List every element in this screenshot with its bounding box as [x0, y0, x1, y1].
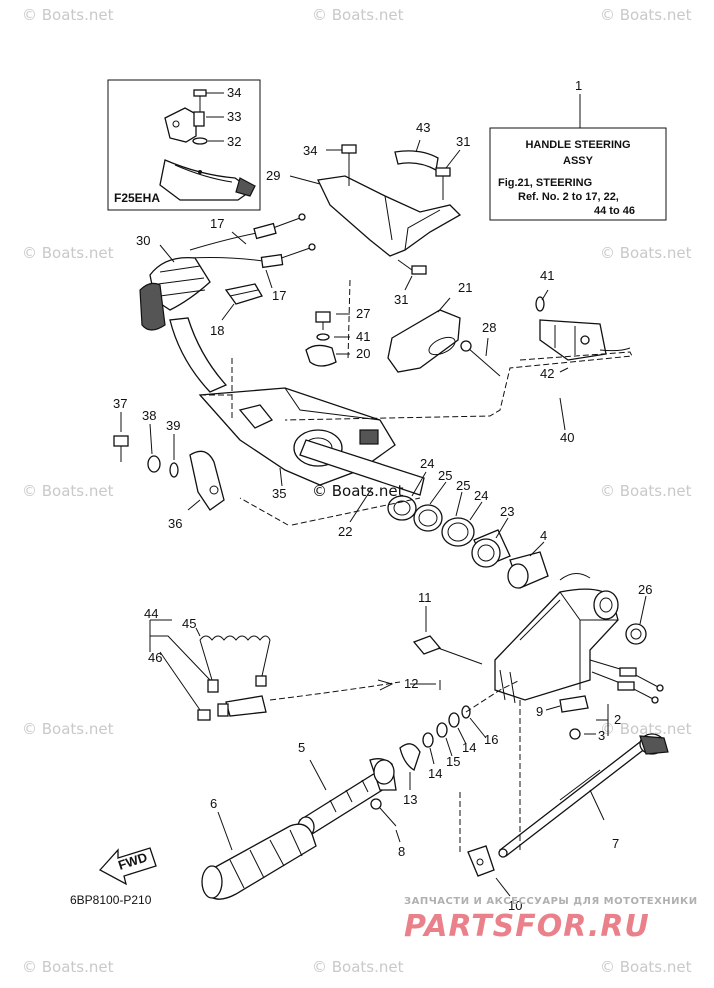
steering-bracket-group: 26 9 2 3	[494, 573, 664, 743]
callout-17: 17	[272, 288, 286, 303]
inset-model-label: F25EHA	[114, 191, 160, 205]
callout-36: 36	[168, 516, 182, 531]
callout-24: 24	[474, 488, 488, 503]
watermark: © Boats.net	[312, 6, 404, 24]
callout-26: 26	[638, 582, 652, 597]
callout-15: 15	[446, 754, 460, 769]
bushing-group: 24 25 25 24 22 23 4	[338, 456, 549, 589]
note-line-5: 44 to 46	[594, 205, 635, 217]
callout-30: 30	[136, 233, 150, 248]
callout-18: 18	[210, 323, 224, 338]
callout-24: 24	[420, 456, 434, 471]
callout-42: 42	[540, 366, 554, 381]
callout-40: 40	[560, 430, 574, 445]
watermark: © Boats.net	[22, 720, 114, 738]
note-line-1: HANDLE STEERING	[525, 139, 630, 151]
callout-43: 43	[416, 120, 430, 135]
watermark: © Boats.net	[22, 958, 114, 976]
callout-34: 34	[227, 85, 241, 100]
callout-29: 29	[266, 168, 280, 183]
diagram-code: 6BP8100-P210	[70, 893, 152, 907]
watermark: © Boats.net	[600, 720, 692, 738]
watermark: © Boats.net	[312, 958, 404, 976]
callout-33: 33	[227, 109, 241, 124]
watermark: © Boats.net	[22, 482, 114, 500]
callout-38: 38	[142, 408, 156, 423]
callout-32: 32	[227, 134, 241, 149]
watermark: © Boats.net	[600, 482, 692, 500]
lever-group: 21 28	[387, 280, 501, 377]
center-watermark: © Boats.net	[312, 482, 404, 500]
callout-19: 20	[356, 346, 370, 361]
note-line-2: ASSY	[563, 155, 594, 167]
grip-group: 6	[201, 796, 317, 900]
callout-39: 39	[166, 418, 180, 433]
callout-34: 34	[303, 143, 317, 158]
throttle-cables-group: 17 30 17 18	[136, 213, 316, 338]
watermark-layer: © Boats.net © Boats.net © Boats.net © Bo…	[22, 6, 692, 976]
callout-27: 21	[458, 280, 472, 295]
shaft-group: 5 13 14 15 14 16 8	[297, 679, 521, 859]
watermark: © Boats.net	[22, 244, 114, 262]
callout-46: 46	[148, 650, 162, 665]
steering-rod-group: 7 10	[459, 700, 669, 913]
watermark: © Boats.net	[600, 244, 692, 262]
callout-41: 41	[540, 268, 554, 283]
brand-name: PARTSFOR.RU	[404, 909, 650, 944]
callout-25: 25	[438, 468, 452, 483]
callout-23: 23	[500, 504, 514, 519]
watermark: © Boats.net	[600, 6, 692, 24]
note-line-3: Fig.21, STEERING	[498, 177, 592, 189]
callout-31: 31	[456, 134, 470, 149]
brand-tagline: ЗАПЧАСТИ И АКСЕССУАРЫ ДЛЯ МОТОТЕХНИКИ	[404, 896, 698, 907]
fwd-indicator: FWD 6BP8100-P210	[70, 847, 157, 907]
callout-14: 14	[462, 740, 476, 755]
shift-link-group: 41 42 40	[284, 268, 633, 445]
callout-5: 5	[298, 740, 305, 755]
callout-12: 12	[404, 676, 418, 691]
callout-16: 16	[484, 732, 498, 747]
callout-7: 7	[612, 836, 619, 851]
callout-20: 27	[356, 306, 370, 321]
watermark: © Boats.net	[600, 958, 692, 976]
callout-31: 31	[394, 292, 408, 307]
callout-11: 11	[418, 590, 432, 605]
bolt-washer-clamp-group: 27 41 20	[305, 306, 370, 367]
assembly-outline	[200, 279, 421, 526]
callout-4: 4	[540, 528, 547, 543]
upper-cover-group: 43 34 31 29 31	[266, 120, 470, 307]
callout-8: 8	[398, 844, 405, 859]
callout-37: 37	[113, 396, 127, 411]
callout-35: 35	[272, 486, 286, 501]
note-box: 1 HANDLE STEERING ASSY Fig.21, STEERING …	[489, 78, 667, 221]
note-line-4: Ref. No. 2 to 17, 22,	[518, 191, 619, 203]
left-bolt-group: 37 38 39 36	[113, 396, 225, 531]
callout-9: 9	[536, 704, 543, 719]
callout-13: 13	[403, 792, 417, 807]
callout-44: 44	[144, 606, 158, 621]
watermark: © Boats.net	[22, 6, 114, 24]
brand-watermark: ЗАПЧАСТИ И АКСЕССУАРЫ ДЛЯ МОТОТЕХНИКИ PA…	[404, 896, 698, 944]
stop-switch-group: 11 44 45 46 12	[144, 590, 483, 721]
callout-6: 6	[210, 796, 217, 811]
callout-14: 14	[428, 766, 442, 781]
inset-box: 34 33 32 F25EHA	[107, 79, 261, 211]
callout-25: 25	[456, 478, 470, 493]
callout-1: 1	[575, 78, 582, 93]
callout-3: 3	[598, 728, 605, 743]
callout-17: 17	[210, 216, 224, 231]
callout-28: 28	[482, 320, 496, 335]
callout-21: 41	[356, 329, 370, 344]
callout-10: 10	[508, 898, 522, 913]
callout-45: 45	[182, 616, 196, 631]
callout-2: 2	[614, 712, 621, 727]
callout-22: 22	[338, 524, 352, 539]
handle-body-group: 35 © Boats.net	[169, 317, 425, 501]
